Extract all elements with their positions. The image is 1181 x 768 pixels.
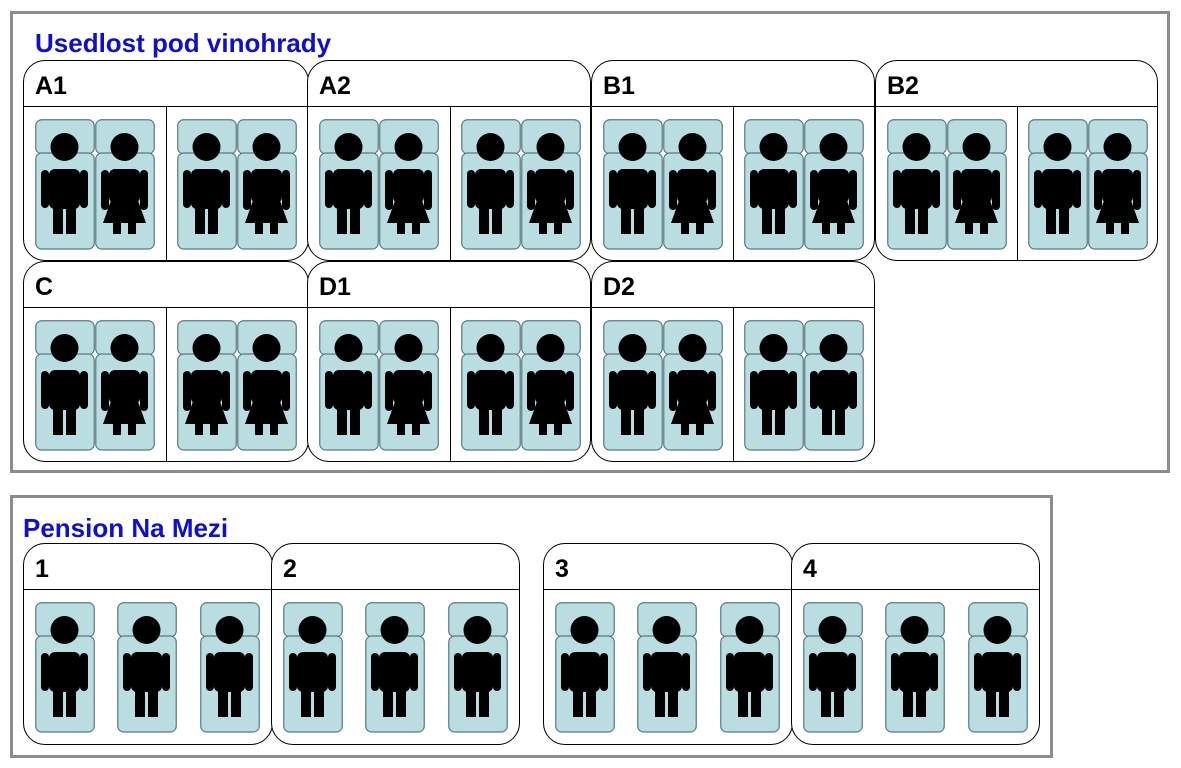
room-c: C: [23, 261, 309, 462]
room-divider: [166, 308, 167, 461]
bed-female-icon: [379, 119, 439, 250]
bed-male-icon: [885, 602, 945, 733]
room-label: A2: [319, 72, 351, 100]
room-label: B1: [603, 72, 635, 100]
bed-male-icon: [319, 320, 379, 451]
bed-male-icon: [461, 320, 521, 451]
panel-title-usedlost: Usedlost pod vinohrady: [35, 28, 332, 58]
bed-female-icon: [237, 320, 297, 451]
room-header: A2: [308, 61, 590, 107]
room-label: D2: [603, 273, 635, 301]
room-divider: [450, 308, 451, 461]
bed-female-icon: [95, 119, 155, 250]
room-header: 1: [24, 544, 272, 590]
bed-male-icon: [968, 602, 1028, 733]
bed-male-icon: [35, 320, 95, 451]
bed-male-icon: [803, 602, 863, 733]
bed-female-icon: [947, 119, 1007, 250]
room-label: 1: [35, 555, 49, 583]
room-divider: [1017, 107, 1018, 260]
room-header: A1: [24, 61, 308, 107]
room-label: D1: [319, 273, 351, 301]
room-header: B1: [592, 61, 874, 107]
bed-male-icon: [283, 602, 343, 733]
bed-male-icon: [887, 119, 947, 250]
room-b1: B1: [591, 60, 875, 261]
room-header: B2: [876, 61, 1157, 107]
room-divider: [450, 107, 451, 260]
bed-male-icon: [200, 602, 260, 733]
bed-female-icon: [663, 119, 723, 250]
room-3: 3: [543, 543, 793, 745]
room-label: 2: [283, 555, 297, 583]
bed-male-icon: [1028, 119, 1088, 250]
room-label: 4: [803, 555, 817, 583]
room-divider: [733, 308, 734, 461]
bed-male-icon: [603, 119, 663, 250]
bed-male-icon: [319, 119, 379, 250]
bed-male-icon: [744, 320, 804, 451]
room-divider: [733, 107, 734, 260]
room-header: 3: [544, 544, 792, 590]
bed-male-icon: [35, 602, 95, 733]
bed-female-icon: [663, 320, 723, 451]
room-label: B2: [887, 72, 919, 100]
room-2: 2: [271, 543, 520, 745]
room-d1: D1: [307, 261, 591, 462]
room-label: A1: [35, 72, 67, 100]
panel-title-pension: Pension Na Mezi: [23, 513, 229, 543]
bed-male-icon: [461, 119, 521, 250]
bed-male-icon: [637, 602, 697, 733]
bed-male-icon: [448, 602, 508, 733]
bed-female-icon: [379, 320, 439, 451]
bed-male-icon: [117, 602, 177, 733]
room-divider: [166, 107, 167, 260]
bed-female-icon: [95, 320, 155, 451]
bed-female-icon: [1088, 119, 1148, 250]
bed-female-icon: [521, 320, 581, 451]
bed-male-icon: [35, 119, 95, 250]
room-header: D1: [308, 262, 590, 308]
bed-male-icon: [365, 602, 425, 733]
bed-male-icon: [555, 602, 615, 733]
room-label: C: [35, 273, 54, 301]
room-b2: B2: [875, 60, 1158, 261]
room-header: D2: [592, 262, 874, 308]
room-1: 1: [23, 543, 273, 745]
bed-male-icon: [804, 320, 864, 451]
bed-male-icon: [177, 119, 237, 250]
room-label: 3: [555, 555, 569, 583]
bed-female-icon: [804, 119, 864, 250]
bed-female-icon: [177, 320, 237, 451]
room-header: C: [24, 262, 308, 308]
bed-female-icon: [237, 119, 297, 250]
bed-female-icon: [521, 119, 581, 250]
room-a1: A1: [23, 60, 309, 261]
room-4: 4: [791, 543, 1040, 745]
room-a2: A2: [307, 60, 591, 261]
bed-male-icon: [603, 320, 663, 451]
room-header: 4: [792, 544, 1039, 590]
bed-male-icon: [720, 602, 780, 733]
room-d2: D2: [591, 261, 875, 462]
bed-male-icon: [744, 119, 804, 250]
room-header: 2: [272, 544, 519, 590]
